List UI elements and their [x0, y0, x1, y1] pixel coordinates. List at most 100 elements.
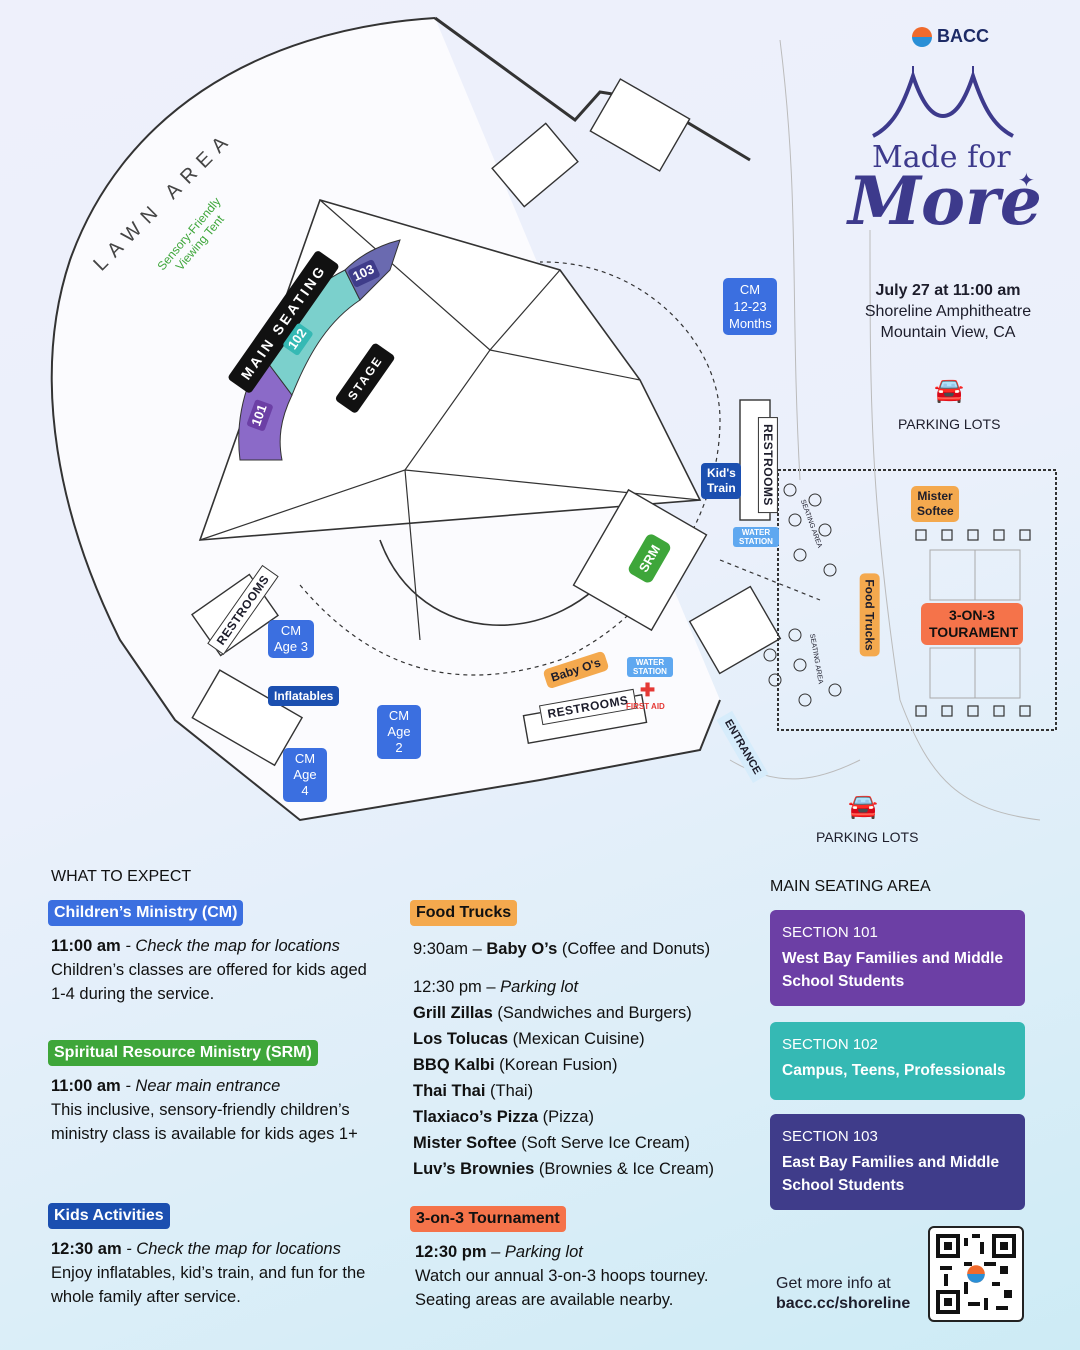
more-info: Get more info at bacc.cc/shoreline [776, 1274, 910, 1314]
qr-code[interactable] [928, 1226, 1024, 1322]
cm-note: - Check the map for locations [120, 937, 340, 955]
srm-pill: Spiritual Resource Ministry (SRM) [48, 1040, 318, 1066]
food-truck-item: Thai Thai (Thai) [413, 1078, 750, 1104]
food-truck-desc: (Sandwiches and Burgers) [492, 1004, 692, 1022]
brand-name: BACC [937, 26, 989, 46]
kids-block: Kids Activities 12:30 am - Check the map… [48, 1203, 378, 1309]
srm-time-line: 11:00 am - Near main entrance [48, 1074, 358, 1098]
food-truck-desc: (Brownies & Ice Cream) [534, 1160, 715, 1178]
tournament-markers [915, 529, 1031, 717]
car-parking-icon-2: 🚘 [848, 793, 878, 820]
kids-time-line: 12:30 am - Check the map for locations [48, 1237, 378, 1261]
srm-desc: This inclusive, sensory-friendly childre… [51, 1101, 358, 1143]
kids-pill: Kids Activities [48, 1203, 170, 1229]
event-title-top: Made for [872, 140, 1011, 175]
food-truck-name: Tlaxiaco’s Pizza [413, 1108, 539, 1126]
food-first-time: 9:30am – [413, 940, 487, 958]
tournament-desc: Watch our annual 3-on-3 hoops tourney. S… [415, 1267, 709, 1309]
more-info-link[interactable]: bacc.cc/shoreline [776, 1295, 911, 1312]
cm-age2-tag[interactable]: CM Age 2 [377, 705, 421, 759]
food-truck-desc: (Thai) [485, 1082, 534, 1100]
building-top-2 [589, 78, 691, 172]
food-truck-item: Los Tolucas (Mexican Cuisine) [413, 1026, 750, 1052]
food-truck-name: Mister Softee [413, 1134, 517, 1152]
what-to-expect-heading: WHAT TO EXPECT [51, 868, 192, 885]
food-first-desc: (Coffee and Donuts) [557, 940, 711, 958]
seat-103-section: SECTION 103 [782, 1128, 878, 1145]
food-truck-item: Tlaxiaco’s Pizza (Pizza) [413, 1104, 750, 1130]
inflatables-tag[interactable]: Inflatables [268, 686, 340, 706]
food-truck-name: Luv’s Brownies [413, 1160, 535, 1178]
food-truck-name: BBQ Kalbi [413, 1056, 495, 1074]
event-city: Mountain View, CA [880, 324, 1016, 341]
seat-102-desc: Campus, Teens, Professionals [782, 1062, 1006, 1079]
seat-101-desc: West Bay Families and Middle School Stud… [782, 950, 1004, 990]
seat-101-section: SECTION 101 [782, 924, 878, 941]
food-second-time: 12:30 pm – [413, 978, 501, 996]
food-trucks-tag[interactable]: Food Trucks [859, 573, 880, 657]
food-truck-item: Mister Softee (Soft Serve Ice Cream) [413, 1130, 750, 1156]
bacc-logo[interactable]: BACC [912, 26, 989, 47]
food-pill: Food Trucks [410, 900, 518, 926]
main-seating-heading: MAIN SEATING AREA [770, 878, 931, 895]
restrooms-right-label: RESTROOMS [757, 417, 778, 513]
event-venue: Shoreline Amphitheatre [864, 303, 1032, 320]
food-block: Food Trucks 9:30am – Baby O’s (Coffee an… [410, 900, 750, 1182]
building-cm-age4 [191, 669, 304, 767]
cm-pill: Children’s Ministry (CM) [48, 900, 244, 926]
more-info-line1: Get more info at [776, 1275, 891, 1292]
parking-lots-bottom-label: PARKING LOTS [816, 829, 919, 845]
seat-103-desc: East Bay Families and Middle School Stud… [782, 1154, 1000, 1194]
tournament-block: 3-on-3 Tournament 12:30 pm – Parking lot… [410, 1206, 750, 1312]
food-first-name: Baby O’s [486, 940, 558, 958]
food-truck-name: Thai Thai [413, 1082, 486, 1100]
event-date: July 27 at 11:00 am [875, 282, 1021, 299]
qr-code-icon [936, 1234, 1016, 1314]
seat-card-102: SECTION 102 Campus, Teens, Professionals [770, 1022, 1025, 1100]
car-parking-icon: 🚘 [934, 377, 964, 404]
food-truck-item: Luv’s Brownies (Brownies & Ice Cream) [413, 1156, 750, 1182]
water-station-2-tag[interactable]: WATER STATION [627, 657, 673, 677]
food-second-loc: Parking lot [500, 978, 579, 996]
water-station-1-tag[interactable]: WATER STATION [733, 527, 779, 547]
kids-desc: Enjoy inflatables, kid’s train, and fun … [51, 1264, 366, 1306]
seating-area-tables-right [763, 483, 842, 707]
tent-icon [872, 66, 1014, 138]
food-truck-list: Grill Zillas (Sandwiches and Burgers)Los… [410, 1000, 750, 1182]
mister-softee-tag[interactable]: Mister Softee [911, 486, 959, 522]
cm-time-line: 11:00 am - Check the map for locations [48, 934, 378, 958]
kids-time: 12:30 am [51, 1240, 122, 1258]
cm-age4-tag[interactable]: CM Age 4 [283, 748, 327, 802]
food-truck-name: Grill Zillas [413, 1004, 493, 1022]
event-title-bottom: More [848, 162, 1042, 240]
cm-time: 11:00 am [51, 937, 121, 955]
bacc-logo-icon [912, 26, 932, 47]
seat-card-103: SECTION 103 East Bay Families and Middle… [770, 1114, 1025, 1210]
food-truck-desc: (Korean Fusion) [494, 1056, 618, 1074]
parking-lots-top-label: PARKING LOTS [898, 416, 1001, 432]
tournament-note: – Parking lot [486, 1243, 583, 1261]
seat-card-101: SECTION 101 West Bay Families and Middle… [770, 910, 1025, 1006]
first-aid-label: FIRST AID [626, 702, 665, 711]
event-details: July 27 at 11:00 am Shoreline Amphitheat… [840, 280, 1056, 343]
food-truck-desc: (Soft Serve Ice Cream) [516, 1134, 690, 1152]
cm-1223-months-tag[interactable]: CM 12-23 Months [723, 278, 777, 335]
building-top-1 [491, 122, 579, 208]
first-aid-cross-icon: ✚ [640, 680, 656, 700]
food-truck-desc: (Mexican Cuisine) [508, 1030, 645, 1048]
basketball-courts [929, 549, 1021, 699]
cm-desc: Children’s classes are offered for kids … [51, 961, 367, 1003]
cm-block: Children’s Ministry (CM) 11:00 am - Chec… [48, 900, 378, 1006]
srm-note: - Near main entrance [120, 1077, 281, 1095]
food-truck-item: BBQ Kalbi (Korean Fusion) [413, 1052, 750, 1078]
food-truck-item: Grill Zillas (Sandwiches and Burgers) [413, 1000, 750, 1026]
food-first-line: 9:30am – Baby O’s (Coffee and Donuts) [410, 936, 750, 962]
tournament-tag[interactable]: 3-ON-3 TOURAMENT [921, 603, 1023, 645]
kids-train-tag[interactable]: Kid's Train [701, 463, 741, 499]
food-truck-name: Los Tolucas [413, 1030, 509, 1048]
tournament-time: 12:30 pm [415, 1243, 487, 1261]
food-second-line: 12:30 pm – Parking lot [410, 974, 750, 1000]
tournament-time-line: 12:30 pm – Parking lot [410, 1240, 750, 1264]
cm-age3-tag[interactable]: CM Age 3 [268, 620, 314, 658]
kids-note: - Check the map for locations [121, 1240, 341, 1258]
